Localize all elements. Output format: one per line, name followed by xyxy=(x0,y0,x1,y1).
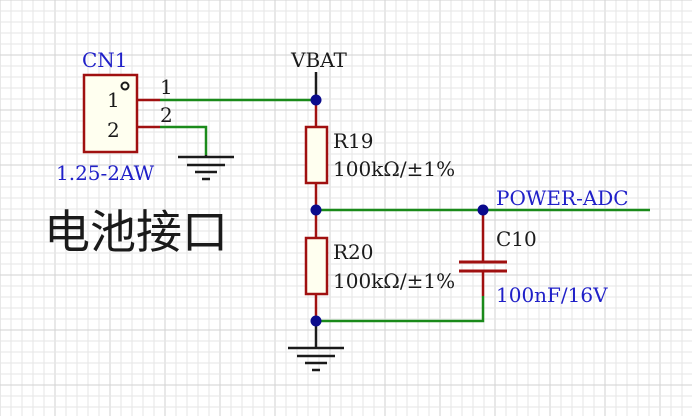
connector-cn1[interactable]: CN1 1 2 1 2 1.25-2AW xyxy=(56,48,173,185)
wire-gnd-cn1 xyxy=(160,125,208,155)
wire-c10-gnd xyxy=(316,296,485,323)
resistor-r19[interactable]: R19 100kΩ/±1% xyxy=(304,100,455,210)
page-title: 电池接口 xyxy=(44,205,228,259)
junction-vbat xyxy=(310,94,322,106)
pin1-marker xyxy=(120,81,130,91)
r20-body xyxy=(304,236,329,296)
connector-part-number: 1.25-2AW xyxy=(56,161,155,185)
r19-value: 100kΩ/±1% xyxy=(333,157,455,181)
net-label-power-adc: POWER-ADC xyxy=(496,186,629,210)
r19-ref: R19 xyxy=(333,129,374,153)
junctions xyxy=(310,94,489,327)
junction-gnd xyxy=(310,315,322,327)
junction-mid xyxy=(310,204,322,216)
net-label-vbat: VBAT xyxy=(290,48,347,72)
connector-pin1-inside: 1 xyxy=(107,88,120,112)
connector-pin2-inside: 2 xyxy=(107,118,120,142)
resistor-r20[interactable]: R20 100kΩ/±1% xyxy=(304,210,455,321)
r19-body xyxy=(304,125,329,185)
c10-ref: C10 xyxy=(496,227,537,251)
ground-symbol-cn1 xyxy=(178,155,234,181)
connector-pin2-label: 2 xyxy=(160,103,173,127)
r20-value: 100kΩ/±1% xyxy=(333,269,455,293)
capacitor-c10[interactable]: C10 100nF/16V xyxy=(459,210,608,307)
junction-adc xyxy=(477,204,489,216)
ground-symbol-main xyxy=(288,346,344,372)
connector-ref: CN1 xyxy=(82,48,128,72)
c10-value: 100nF/16V xyxy=(496,283,608,307)
connector-pin1-label: 1 xyxy=(160,75,173,99)
r20-ref: R20 xyxy=(333,240,374,264)
